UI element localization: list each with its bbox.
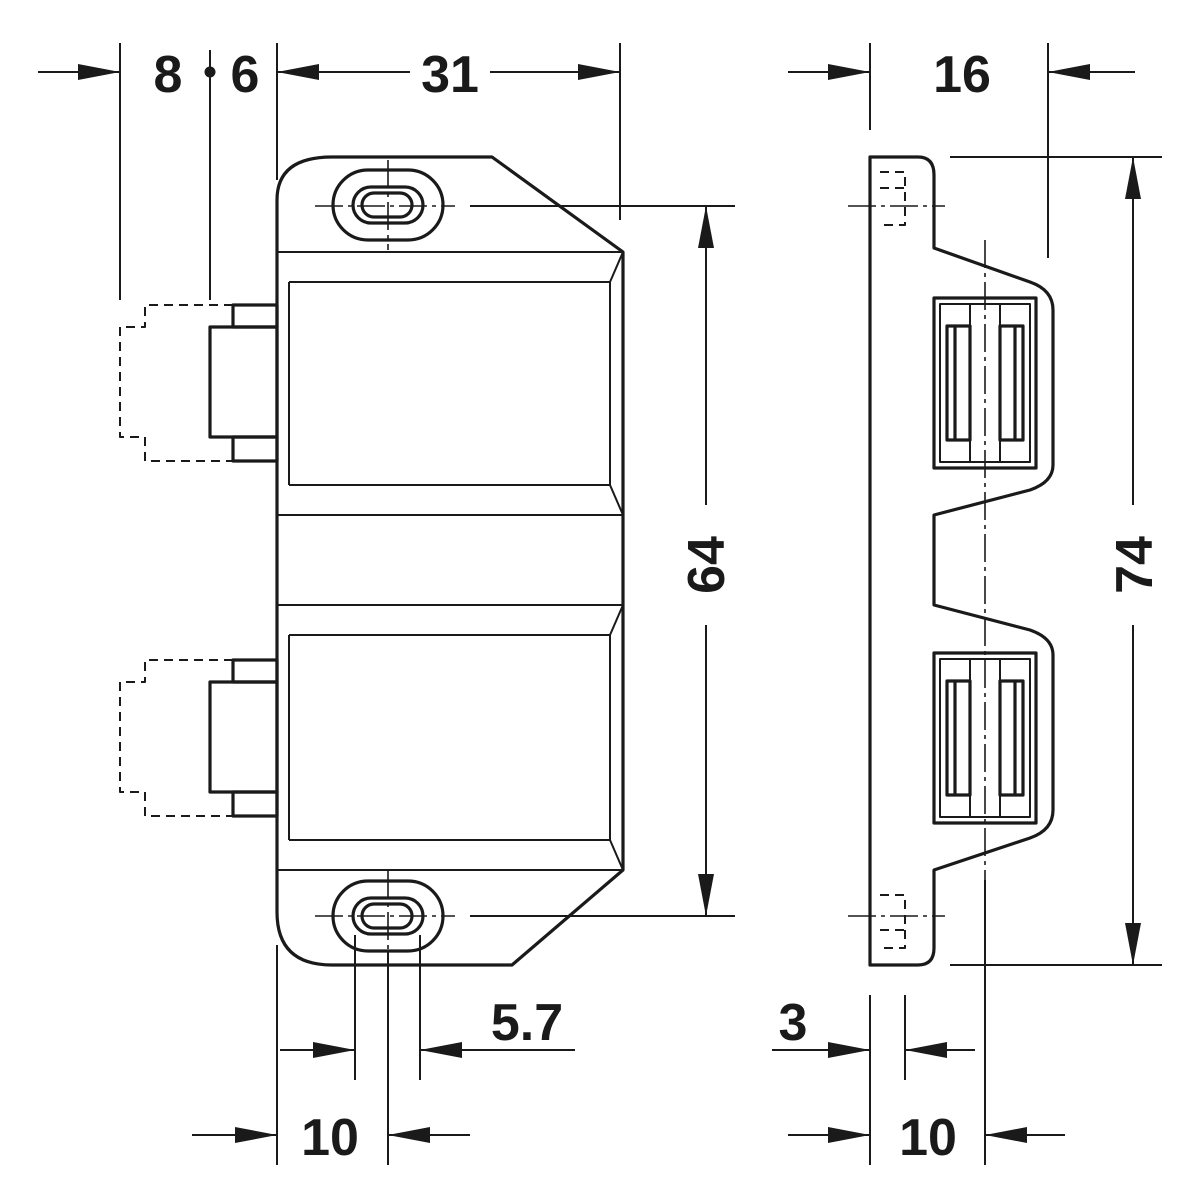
dim-label-5-7: 5.7 (491, 994, 563, 1052)
front-line (609, 251, 624, 283)
arrowhead (828, 1127, 870, 1143)
side-body-outline (868, 155, 1055, 967)
arrowhead (1125, 923, 1141, 965)
arrowhead (828, 64, 870, 80)
arrowhead (828, 1042, 870, 1058)
front-view (119, 155, 625, 967)
upper-plunger (208, 303, 279, 463)
front-line (609, 484, 624, 516)
dim-label-16: 16 (933, 46, 991, 104)
upper-plunger-extended (119, 304, 233, 462)
dim-label-31: 31 (421, 46, 479, 104)
dim-label-6: 6 (231, 46, 260, 104)
dimension-dot (204, 66, 216, 78)
dim-label-8: 8 (154, 46, 183, 104)
top-mounting-slot (315, 160, 455, 250)
dim-label-3: 3 (779, 994, 808, 1052)
arrowhead (78, 64, 120, 80)
front-line (609, 604, 624, 636)
dim-label-64: 64 (678, 536, 736, 594)
hidden-screw-hole (880, 171, 906, 226)
arrowhead (313, 1042, 355, 1058)
front-line (609, 839, 624, 871)
bottom-mounting-slot (315, 870, 455, 962)
arrowhead (698, 206, 714, 248)
upper-magnet (932, 296, 1038, 470)
arrowhead (578, 64, 620, 80)
arrowhead (698, 874, 714, 916)
lower-plunger-extended (119, 659, 233, 817)
front-body-outline (275, 155, 625, 967)
dim-label-10-front: 10 (301, 1109, 359, 1167)
front-dimensions: 8 6 31 64 5.7 10 (38, 43, 736, 1167)
dim-label-74: 74 (1106, 536, 1164, 594)
arrowhead (1125, 157, 1141, 199)
hidden-screw-hole (880, 894, 906, 949)
lower-plunger (208, 658, 279, 818)
side-view (848, 155, 1055, 967)
arrowhead (235, 1127, 277, 1143)
lower-magnet (932, 651, 1038, 825)
dim-label-10-side: 10 (899, 1109, 957, 1167)
side-dimensions: 16 74 3 10 (772, 43, 1164, 1167)
